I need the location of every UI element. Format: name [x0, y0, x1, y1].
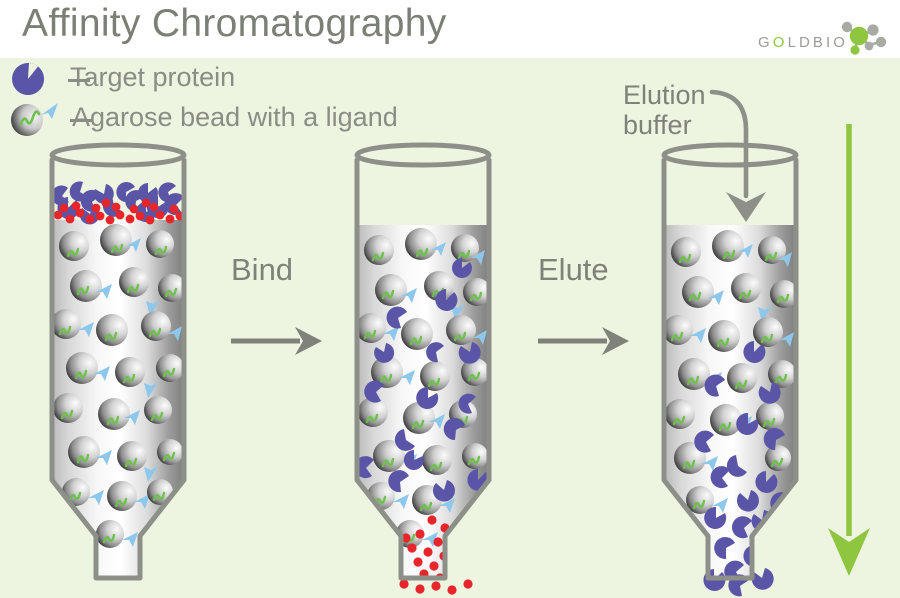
legend-item-target-protein: Target protein — [8, 60, 235, 98]
elution-buffer-line-1: Elution — [623, 80, 706, 110]
logo-letters-ldbio: LDBIO — [787, 34, 849, 51]
page-title: Affinity Chromatography — [22, 2, 447, 45]
legend-item-agarose-bead: Agarose bead with a ligand — [8, 98, 398, 136]
molecule-icon — [841, 21, 887, 55]
step-label-bind: Bind — [231, 252, 294, 287]
header-band — [0, 0, 900, 58]
elution-buffer-label: Elution buffer — [623, 80, 706, 140]
column-1-resin-bed — [52, 220, 184, 578]
column-2-bind — [354, 142, 492, 595]
legend-label-agarose-bead: Agarose bead with a ligand — [72, 102, 398, 132]
agarose-bead-ligand-icon — [11, 103, 58, 136]
column-1-contaminants — [53, 198, 185, 225]
legend: Target protein Agarose bead with a ligan… — [8, 60, 398, 136]
step-arrow-bind — [231, 327, 322, 355]
elution-buffer-arrow — [709, 89, 766, 222]
legend-dash-1 — [68, 79, 90, 82]
elution-buffer-line-2: buffer — [623, 110, 692, 141]
logo-letter-o: O — [772, 34, 788, 51]
target-protein-icon — [12, 62, 45, 95]
column-2-outline — [354, 142, 492, 581]
green-flow-arrow — [828, 124, 870, 576]
column-3-elute — [661, 142, 799, 597]
column-3-outline — [661, 142, 799, 581]
goldbio-logo: GOLDBIO — [756, 20, 887, 67]
legend-dash-2 — [70, 119, 92, 122]
step-label-elute: Elute — [538, 252, 609, 287]
column-2-contaminants-eluted — [399, 579, 473, 595]
logo-letter-g: G — [758, 34, 773, 51]
column-3-resin-bed — [664, 225, 796, 578]
column-3-beads — [664, 230, 796, 514]
goldbio-wordmark: GOLDBIO — [758, 34, 848, 52]
legend-label-target-protein: Target protein — [70, 62, 236, 92]
step-arrow-elute — [538, 327, 629, 355]
column-1-beads — [52, 224, 184, 548]
column-1-outline — [49, 142, 187, 581]
column-2-resin-bed — [357, 225, 489, 578]
column-1-load — [49, 142, 187, 581]
